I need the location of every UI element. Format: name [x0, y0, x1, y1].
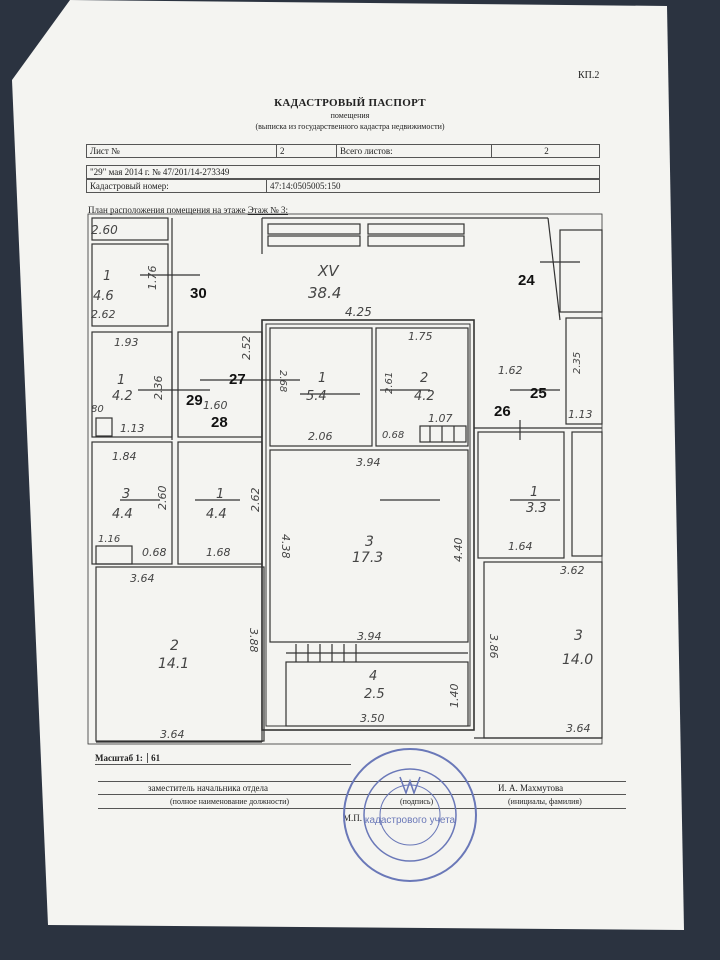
stamp-text: кадастрового учета	[365, 815, 456, 826]
name-caption: (инициалы, фамилия)	[508, 797, 582, 806]
cadastral-value: 47:14:0505005:150	[270, 181, 341, 191]
document-subtitle: помещения	[330, 111, 370, 120]
signature-row: заместитель начальника отдела И. А. Махм…	[98, 781, 626, 795]
stamp-emblem-icon	[399, 776, 421, 796]
plan-caption-text: План расположения помещения на этаже	[88, 205, 246, 215]
plan-caption: План расположения помещения на этаже Эта…	[88, 205, 288, 215]
total-sheets-label: Всего листов:	[337, 145, 492, 157]
document-subtitle-extract: (выписка из государственного кадастра не…	[255, 122, 445, 131]
cadastral-label: Кадастровый номер:	[87, 180, 267, 192]
form-code: КП.2	[578, 70, 600, 81]
signature-captions-row: (полное наименование должности) (подпись…	[98, 795, 626, 809]
plan-floor: Этаж № 3:	[247, 205, 289, 215]
signer-name: И. А. Махмутова	[498, 783, 564, 793]
scale-underline	[95, 764, 351, 765]
document-ref: "29" мая 2014 г. № 47/201/14-273349	[90, 167, 230, 177]
sheet-value: 2	[277, 145, 337, 157]
position-caption: (полное наименование должности)	[170, 797, 290, 806]
total-sheets-value: 2	[544, 146, 549, 156]
document-title: КАДАСТРОВЫЙ ПАСПОРТ	[274, 97, 426, 109]
sign-caption: (подпись)	[400, 797, 434, 806]
signer-position: заместитель начальника отдела	[148, 783, 268, 793]
sheet-label: Лист №	[87, 145, 277, 157]
cadastral-row: Кадастровый номер: 47:14:0505005:150	[86, 179, 600, 193]
scale-value: 61	[147, 753, 161, 763]
document-ref-row: "29" мая 2014 г. № 47/201/14-273349	[86, 165, 600, 179]
scale-label: Масштаб 1:	[95, 753, 143, 763]
seal-place-label: М.П.	[343, 813, 363, 823]
scale-row: Масштаб 1: 61	[95, 753, 161, 763]
official-stamp: кадастрового учета	[343, 748, 477, 882]
sheet-number-row: Лист № 2 Всего листов: 2	[86, 144, 600, 158]
